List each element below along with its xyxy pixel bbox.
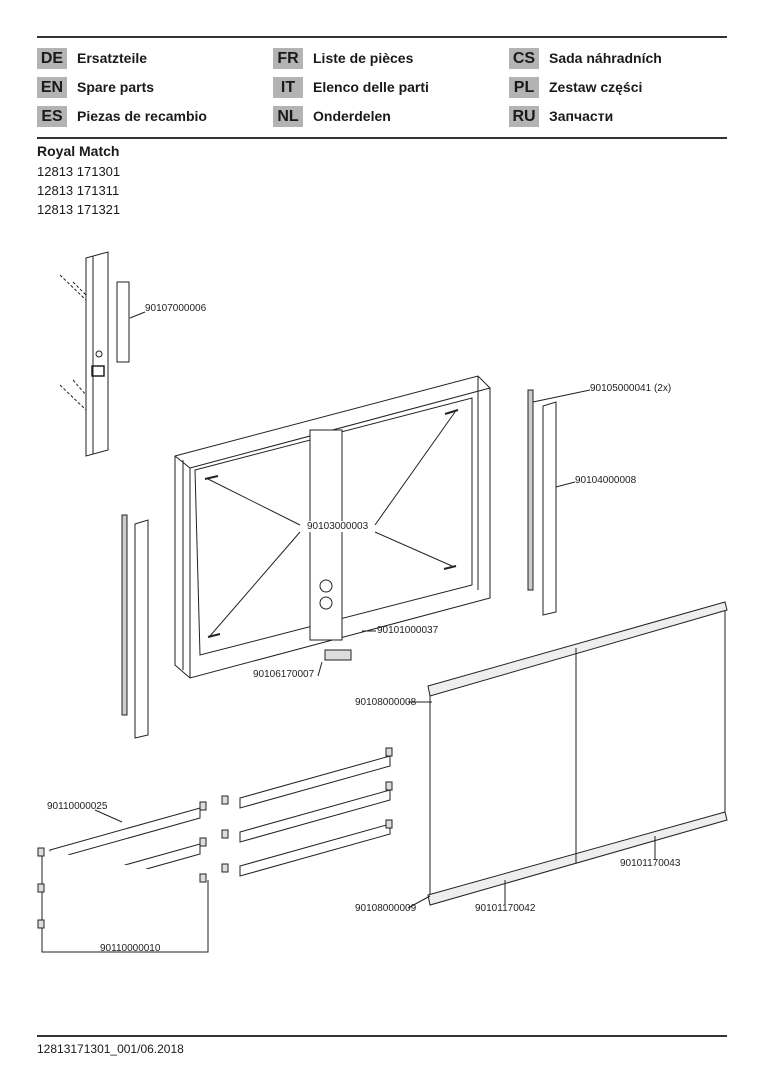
header-rule	[37, 137, 727, 139]
top-rule	[37, 36, 727, 38]
product-code: 12813 171321	[37, 202, 121, 217]
lang-badge: IT	[273, 76, 303, 98]
part-number-label: 90105000041 (2x)	[590, 383, 672, 394]
profile-strip-part	[121, 389, 591, 739]
lang-label: Liste de pièces	[313, 50, 414, 66]
glass-shelves-part	[41, 755, 391, 953]
lang-badge: EN	[37, 76, 67, 98]
part-number-label: 90101170042	[475, 903, 536, 914]
lang-de: DE Ersatzteile	[37, 47, 147, 69]
lang-ru: RU Запчасти	[509, 105, 613, 127]
lang-label: Elenco delle parti	[313, 79, 429, 95]
lang-label: Sada náhradních	[549, 50, 662, 66]
lang-label: Запчасти	[549, 108, 614, 124]
product-name: Royal Match	[37, 143, 120, 159]
product-code: 12813 171301	[37, 164, 121, 179]
lang-badge: NL	[273, 105, 303, 127]
part-number-label: 90110000025	[47, 801, 108, 812]
lang-label: Onderdelen	[313, 108, 391, 124]
lang-badge: FR	[273, 47, 303, 69]
lang-fr: FR Liste de pièces	[273, 47, 413, 69]
lang-badge: CS	[509, 47, 539, 69]
lang-badge: DE	[37, 47, 67, 69]
product-code: 12813 171311	[37, 183, 120, 198]
lang-nl: NL Onderdelen	[273, 105, 391, 127]
document-id: 12813171301_001/06.2018	[37, 1042, 184, 1056]
lang-label: Ersatzteile	[77, 50, 148, 66]
part-number-label: 90110000010	[100, 943, 161, 954]
lang-en: EN Spare parts	[37, 76, 154, 98]
lang-es: ES Piezas de recambio	[37, 105, 207, 127]
lang-badge: ES	[37, 105, 67, 127]
part-number-label: 90103000003	[307, 521, 369, 532]
part-number-label: 90106170007	[253, 669, 315, 680]
lang-label: Piezas de recambio	[77, 108, 207, 124]
lang-badge: RU	[509, 105, 539, 127]
part-number-label: 90108000008	[355, 697, 417, 708]
lang-badge: PL	[509, 76, 539, 98]
lang-pl: PL Zestaw części	[509, 76, 642, 98]
lang-label: Zestaw części	[549, 79, 643, 95]
mirror-door-part	[407, 601, 728, 909]
lang-label: Spare parts	[77, 79, 155, 95]
side-panel-part	[59, 251, 146, 457]
part-number-label: 90101000037	[377, 625, 439, 636]
part-number-label: 90104000008	[575, 475, 637, 486]
part-number-label: 90101170043	[620, 858, 681, 869]
part-number-label: 90107000006	[145, 303, 207, 314]
footer-rule	[37, 1035, 727, 1037]
lang-it: IT Elenco delle parti	[273, 76, 429, 98]
lang-cs: CS Sada náhradních	[509, 47, 662, 69]
shelf-supports	[37, 747, 393, 929]
part-number-label: 90108000009	[355, 903, 417, 914]
